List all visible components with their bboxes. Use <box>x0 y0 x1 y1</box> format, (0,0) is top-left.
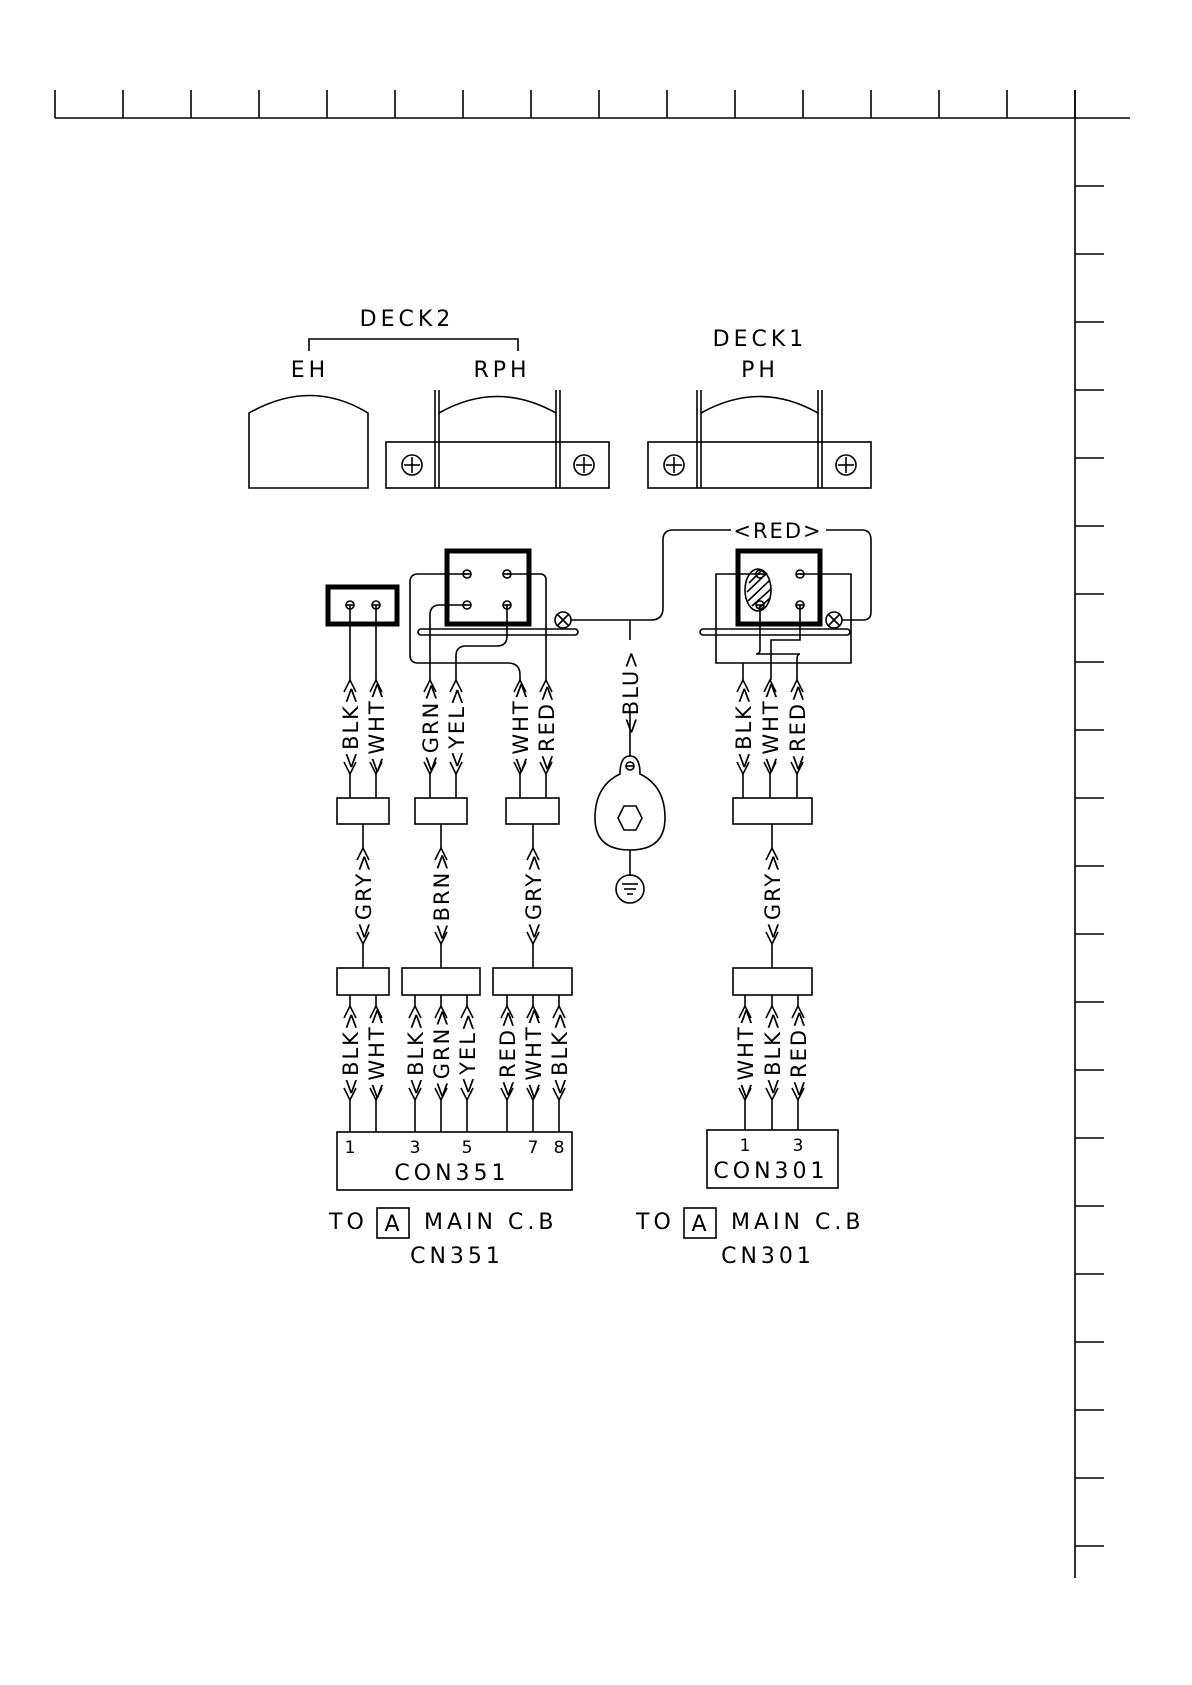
lower-connector-block <box>733 968 812 995</box>
wire-label: <BLK> <box>732 684 756 769</box>
con351-connector: 1 3 5 7 8 CON351 <box>337 1132 572 1190</box>
shield-wire-label: <RED> <box>733 519 822 543</box>
deck2-bracket <box>309 339 518 351</box>
ground-wire-label: <BLU> <box>619 649 643 735</box>
board-letter: A <box>691 1212 710 1237</box>
wire-label: <YEL> <box>445 686 469 769</box>
lower-connector-block <box>402 968 480 995</box>
con301-label: CON301 <box>713 1159 828 1184</box>
rph-terminal-board <box>418 551 578 635</box>
shield-label: <GRY> <box>522 852 546 940</box>
upper-connector-block <box>733 798 812 824</box>
upper-wire-group-ph: <BLK> <WHT> <RED> <box>732 680 810 798</box>
shielded-cable-1: <GRY> <box>352 824 376 968</box>
upper-wire-group-eh: <BLK> <WHT> <box>339 680 389 798</box>
right-ticks <box>1075 186 1104 1546</box>
wire-label: <BLK> <box>404 1010 428 1095</box>
upper-connector-block <box>337 798 389 824</box>
upper-wire-group-rph-a: <GRN> <YEL> <box>419 680 469 798</box>
pin-number: 1 <box>740 1136 751 1156</box>
cn351-label: CN351 <box>410 1244 504 1269</box>
ph-label: PH <box>741 358 779 383</box>
shielded-cable-2: <BRN> <box>430 824 454 968</box>
rec-play-head <box>386 390 609 488</box>
wire-label: <GRN> <box>419 681 443 773</box>
shield-label: <GRY> <box>352 852 376 940</box>
lower-wire-group-b: <BLK> <GRN> <YEL> <box>404 995 480 1132</box>
cn301-label: CN301 <box>721 1244 815 1269</box>
wire-label: <GRN> <box>430 1007 454 1099</box>
shield-label: <GRY> <box>761 852 785 940</box>
shield-ground-wiring: <RED> <BLU> <box>555 519 871 903</box>
upper-connector-block <box>506 798 559 824</box>
wire-label: <WHT> <box>522 1006 546 1101</box>
wire-label: <BLK> <box>548 1010 572 1095</box>
pin-number: 3 <box>410 1138 421 1158</box>
pin-number: 5 <box>462 1138 473 1158</box>
wire-label: <YEL> <box>456 1012 480 1095</box>
wire-label: <WHT> <box>509 680 533 775</box>
shielded-cable-3: <GRY> <box>522 824 546 968</box>
deck2-label: DECK2 <box>360 307 455 332</box>
wire-label: <WHT> <box>734 1006 758 1101</box>
board-name: MAIN C.B <box>731 1210 864 1235</box>
to-prefix: TO <box>328 1210 368 1235</box>
ground-symbol-icon <box>616 875 644 903</box>
board-letter: A <box>384 1212 403 1237</box>
eh-label: EH <box>291 358 329 383</box>
screw-icon <box>836 455 856 475</box>
wire-label: <BLK> <box>339 1010 363 1095</box>
to-prefix: TO <box>635 1210 675 1235</box>
wire-label: <WHT> <box>759 680 783 775</box>
lower-wire-group-c: <RED> <WHT> <BLK> <box>496 995 572 1132</box>
wire-label: <WHT> <box>365 1006 389 1101</box>
wire-label: <RED> <box>787 1008 811 1097</box>
lower-connector-block <box>493 968 572 995</box>
screw-icon <box>402 455 422 475</box>
play-head <box>648 390 871 488</box>
wire-label: <WHT> <box>365 680 389 775</box>
shielded-cable-4: <GRY> <box>761 824 785 968</box>
wire-label: <BLK> <box>339 684 363 769</box>
pin-number: 3 <box>793 1136 804 1156</box>
lower-wire-group-con301: <WHT> <BLK> <RED> <box>734 995 811 1130</box>
rph-label: RPH <box>473 358 530 383</box>
wire-label: <RED> <box>535 682 559 771</box>
wire-label: <RED> <box>786 682 810 771</box>
wire-label: <BLK> <box>761 1010 785 1095</box>
pin-number: 1 <box>345 1138 356 1158</box>
top-ticks <box>55 90 1075 118</box>
wire-label: <RED> <box>496 1008 520 1097</box>
upper-wire-group-rph-b: <WHT> <RED> <box>509 680 559 798</box>
lower-wire-group-a: <BLK> <WHT> <box>339 995 389 1132</box>
page-frame <box>55 90 1130 1578</box>
ground-lug-icon <box>595 756 665 850</box>
upper-connector-block <box>415 798 467 824</box>
deck1-label: DECK1 <box>713 327 808 352</box>
ph-terminal-board <box>700 551 850 635</box>
erase-head <box>249 396 368 489</box>
shield-label: <BRN> <box>430 851 454 941</box>
screw-icon <box>574 455 594 475</box>
eh-terminal-board <box>328 587 397 624</box>
pin-number: 7 <box>528 1138 539 1158</box>
con301-connector: 1 3 CON301 <box>707 1130 838 1188</box>
screw-icon <box>664 455 684 475</box>
board-name: MAIN C.B <box>424 1210 557 1235</box>
con351-label: CON351 <box>394 1161 509 1186</box>
pin-number: 8 <box>554 1138 565 1158</box>
lower-connector-block <box>337 968 389 995</box>
